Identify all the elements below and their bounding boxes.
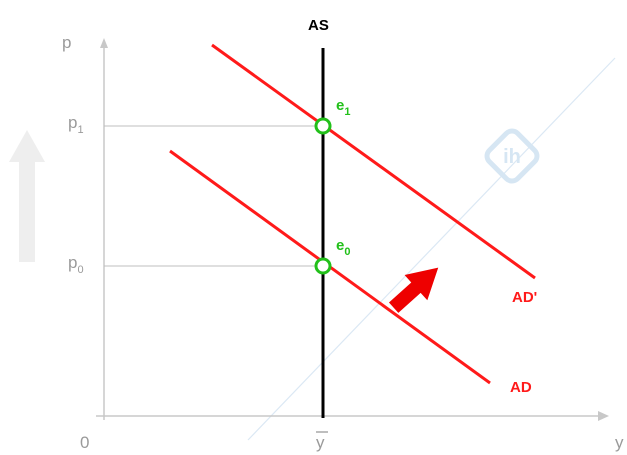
arrow-up-right-icon [388, 267, 439, 313]
p0-label: p0 [68, 253, 84, 276]
y-axis-label: p [62, 33, 71, 52]
e0-label: e0 [336, 237, 350, 258]
x-axis-arrow-icon [598, 411, 609, 421]
x-axis-label: y [615, 433, 624, 452]
p1-label: p1 [68, 113, 84, 136]
watermark-logo-icon: ih [484, 128, 540, 184]
axes [96, 38, 609, 421]
svg-text:ih: ih [503, 146, 521, 168]
y-bar-label: y [316, 433, 325, 452]
equilibrium-point-e1 [314, 117, 332, 135]
ad-shifted-curve [211, 43, 536, 280]
ad-shifted-label: AD' [512, 289, 537, 306]
equilibrium-point-e0 [314, 257, 332, 275]
as-label: AS [308, 17, 329, 34]
e1-label: e1 [336, 97, 350, 118]
watermark: ih [247, 57, 616, 441]
y-axis-arrow-icon [100, 38, 108, 48]
origin-label: 0 [80, 433, 89, 452]
ad-label: AD [510, 379, 532, 396]
arrow-up-icon [9, 130, 45, 262]
